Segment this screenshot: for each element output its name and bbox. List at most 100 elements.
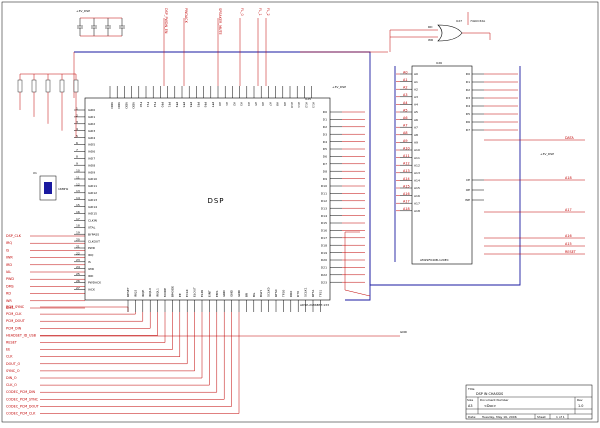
or-gate-part: 74LVC32A bbox=[470, 19, 486, 23]
dsp-top-pin-label: PF7 bbox=[211, 102, 215, 108]
dsp-pin-number: 2 bbox=[76, 113, 78, 117]
top-net-label: DSP_PWDN_EN bbox=[164, 8, 168, 34]
or-gate-refdes: U27 bbox=[456, 19, 462, 23]
left-net-label: BMS bbox=[6, 306, 13, 310]
dsp-left-pin-label: IACK bbox=[88, 288, 96, 292]
dsp-pin-number: 11 bbox=[76, 175, 80, 179]
memory-net-label: A2 bbox=[403, 86, 407, 90]
dsp-bottom-pin-label: RESET bbox=[126, 287, 130, 297]
left-net-label: IS bbox=[6, 248, 9, 252]
dsp-left-pin-label: CLKIN bbox=[88, 219, 97, 223]
dsp-left-pin-label: IAD6 bbox=[88, 150, 95, 154]
memory-net-label: A1 bbox=[403, 78, 407, 82]
dsp-right-pin-label: D7 bbox=[323, 162, 327, 166]
memory-data-pin-label: D6 bbox=[466, 120, 470, 124]
left-net-label: IWR bbox=[6, 256, 13, 260]
memory-part-number: AM29F040B-120EC bbox=[420, 258, 449, 262]
dsp-left-pin-label: IAD10 bbox=[88, 177, 97, 181]
dsp-refdes: U25 bbox=[305, 97, 311, 101]
dsp-pin-number: 21 bbox=[76, 244, 80, 248]
left-net-label: IAL bbox=[6, 270, 11, 274]
dsp-pin-number: 18 bbox=[76, 224, 80, 228]
dsp-top-pin-label: PF1 bbox=[168, 102, 172, 108]
dsp-left-pin-label: IAD0 bbox=[88, 108, 95, 112]
dsp-pin-number: 23 bbox=[76, 258, 80, 262]
dsp-right-pin-label: D23 bbox=[321, 280, 327, 284]
power-markers: +3V_DSP +3V_DSP +3V_DSP GND bbox=[76, 9, 554, 334]
dsp-bottom-pin-label: SCLK1 bbox=[304, 287, 308, 297]
memory-net-label: A3 bbox=[403, 93, 407, 97]
memory-address-pins: A0A0A1A1A2A2A3A3A4A4A5A5A6A6A7A7A8A8A9A9… bbox=[400, 70, 420, 213]
memory-data-pin-label: D5 bbox=[466, 112, 470, 116]
memory-address-pin-label: A10 bbox=[414, 148, 420, 152]
dsp-right-pin-label: D17 bbox=[321, 236, 327, 240]
dsp-bottom-pin-label: EE bbox=[178, 293, 182, 297]
memory-data-pin-label: D7 bbox=[466, 128, 470, 132]
dsp-right-pin-label: D12 bbox=[321, 199, 327, 203]
dsp-top-pin-label: PF0 bbox=[160, 102, 164, 108]
dsp-right-pin-label: D10 bbox=[321, 184, 327, 188]
size-value: A3 bbox=[468, 404, 472, 408]
bottom-net-label: CODEC_PCM_CLK bbox=[6, 412, 36, 416]
memory-control-pin-label: WE bbox=[465, 198, 470, 202]
top-net-label: SPEAKER_MUTE bbox=[218, 8, 222, 35]
crystal-refdes: X1 bbox=[33, 171, 37, 175]
dsp-left-pin-label: IAD3 bbox=[88, 129, 95, 133]
dsp-right-pin-label: D13 bbox=[321, 206, 327, 210]
rev-value: 1.0 bbox=[578, 404, 583, 408]
bottom-net-label: DOUT_O bbox=[6, 362, 21, 366]
memory-address-pin-label: A3 bbox=[414, 95, 418, 99]
memory-net-label: A17 bbox=[403, 200, 410, 204]
left-net-label: PWD bbox=[6, 277, 14, 281]
dsp-right-pin-label: D1 bbox=[323, 118, 327, 122]
dsp-pin-number: 14 bbox=[76, 196, 80, 200]
dsp-pin-number: 15 bbox=[76, 203, 80, 207]
left-net-label: DMS bbox=[6, 284, 14, 288]
memory-address-pin-label: A7 bbox=[414, 125, 418, 129]
memory-address-pin-label: A6 bbox=[414, 118, 418, 122]
dsp-top-pin-label: A5 bbox=[254, 102, 258, 106]
dsp-top-pin-label: A4 bbox=[247, 102, 251, 106]
dsp-top-pin-label: A12 bbox=[304, 102, 308, 108]
dsp-chip: DSP U25 ADSP-2186BST-133 IAD01IAD12IAD23… bbox=[74, 86, 342, 312]
memory-net-label: A15 bbox=[403, 184, 410, 188]
dsp-pin-number: 6 bbox=[76, 141, 78, 145]
dsp-top-pin-label: VDD bbox=[132, 102, 136, 109]
dsp-bottom-pin-label: RFS0 bbox=[274, 289, 278, 297]
dsp-left-pin-label: PWD bbox=[88, 246, 96, 250]
dsp-top-pin-label: FL2 bbox=[153, 102, 157, 107]
dsp-left-pin-label: IAD7 bbox=[88, 157, 95, 161]
dsp-bottom-pin-label: ECLK bbox=[185, 288, 189, 297]
decoupling-capacitors bbox=[77, 17, 125, 37]
dsp-bottom-pin-label: IRQ2 bbox=[133, 290, 137, 297]
right-net-label: RESET bbox=[565, 250, 577, 254]
dsp-pin-number: 4 bbox=[76, 127, 78, 131]
or-gate-input2: WR bbox=[428, 38, 433, 42]
dsp-pin-number: 19 bbox=[76, 231, 80, 235]
memory-body bbox=[411, 65, 473, 265]
left-net-label: WR bbox=[6, 299, 12, 303]
memory-address-pin-label: A18 bbox=[414, 209, 420, 213]
dsp-bottom-pin-label: IRQL0 bbox=[148, 288, 152, 297]
dsp-left-pin-label: PWDACK bbox=[88, 281, 102, 285]
memory-address-pin-label: A11 bbox=[414, 156, 420, 160]
top-net-label: FL_1 bbox=[258, 8, 262, 16]
doc-number-label: Document Number bbox=[480, 398, 509, 402]
dsp-top-pin-label: A7 bbox=[268, 102, 272, 106]
dsp-bottom-pin-label: ELIN bbox=[200, 290, 204, 297]
memory-net-label: A16 bbox=[403, 192, 410, 196]
right-net-label: A16 bbox=[565, 234, 572, 238]
dsp-right-pin-label: D20 bbox=[321, 258, 327, 262]
dsp-left-pin-label: IAD2 bbox=[88, 122, 95, 126]
dsp-left-pin-label: IAD13 bbox=[88, 198, 97, 202]
memory-address-pin-label: A13 bbox=[414, 171, 420, 175]
memory-net-label: A9 bbox=[403, 139, 407, 143]
crystal-value: 16MHz bbox=[58, 187, 69, 191]
title-block: Title DSP IN CHASSIS Size A3 Document Nu… bbox=[465, 384, 593, 420]
dsp-bottom-pin-label: ELOUT bbox=[193, 287, 197, 297]
dsp-top-pin-label: A0 bbox=[218, 102, 222, 106]
bottom-net-label: CLK bbox=[6, 355, 13, 359]
dsp-right-pin-label: D21 bbox=[321, 266, 327, 270]
